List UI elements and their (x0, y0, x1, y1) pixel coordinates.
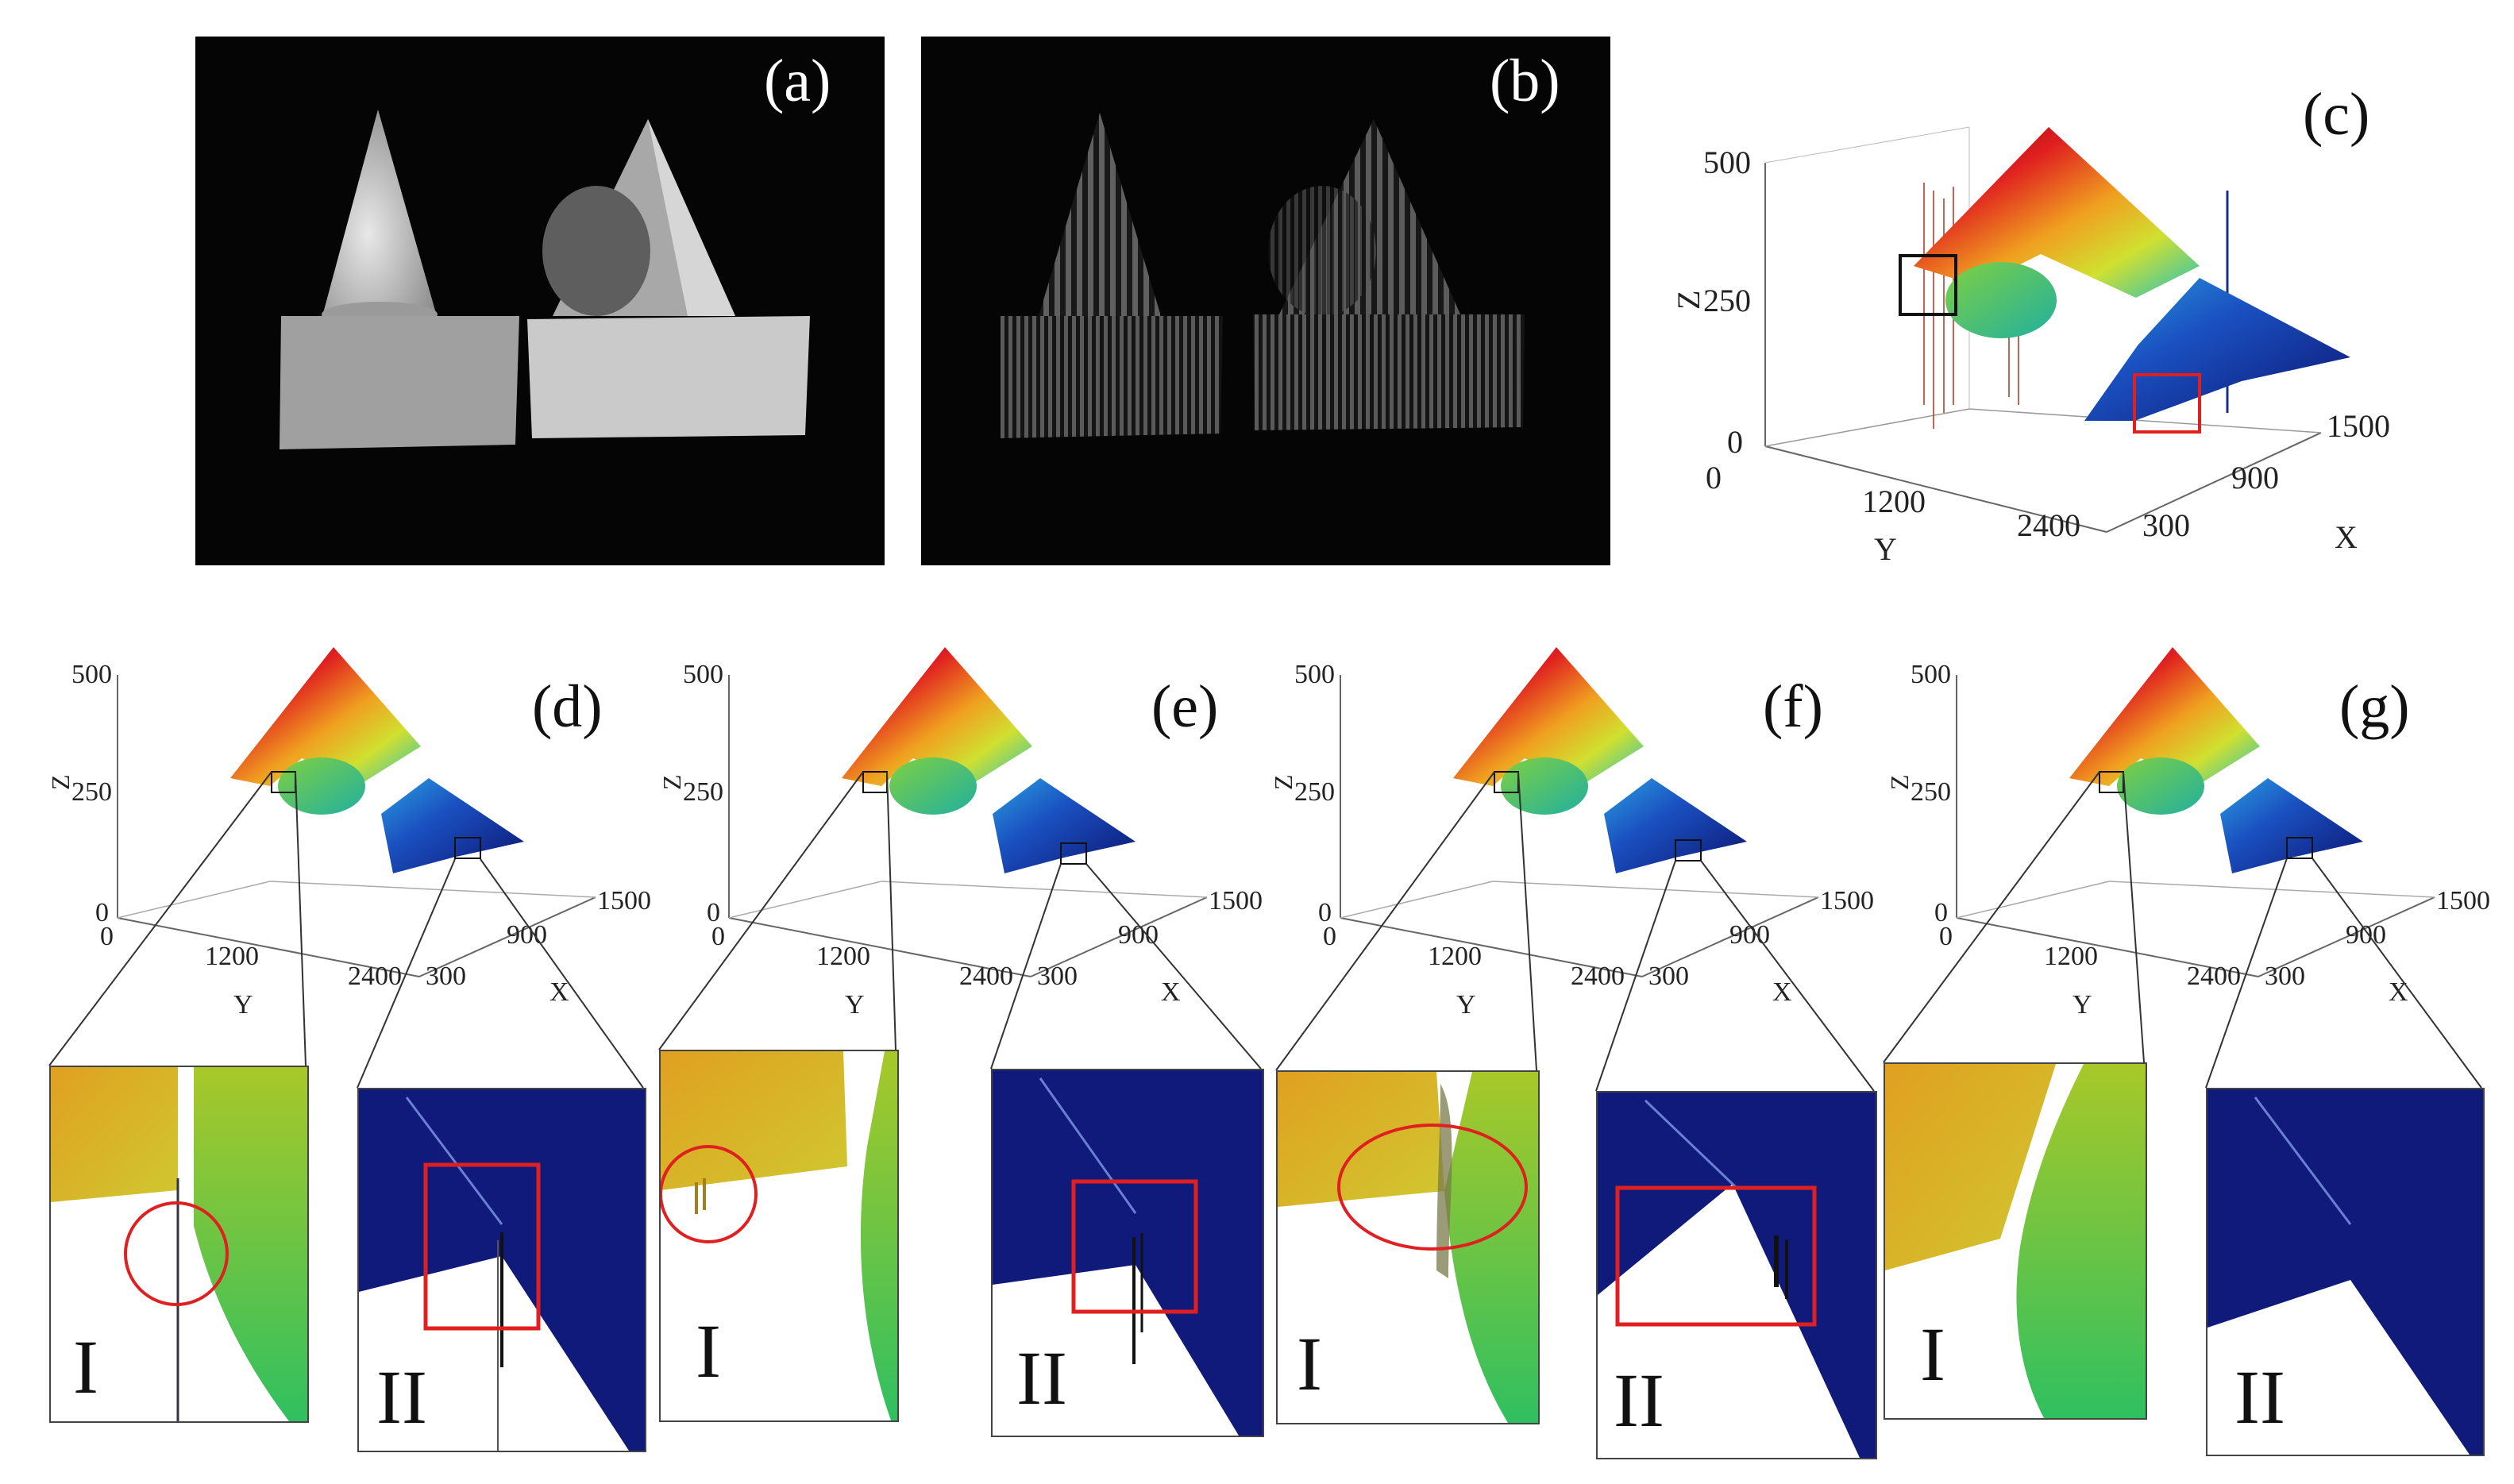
panel-label-b: (b) (1490, 48, 1560, 114)
z-axis-label: Z (48, 774, 75, 790)
pointcloud-3d-plot-large: 500 250 0 Z 0 1200 2400 Y 300 900 1500 X (1671, 126, 2390, 567)
z-tick-500: 500 (1703, 145, 1751, 180)
y-tick-0: 0 (1706, 460, 1722, 495)
zoom-inset-g-region-1: I (1884, 1062, 2147, 1420)
plot-panel-e: 500 250 0 Z 0 1200 2400 Y 300 900 1500 X… (659, 635, 1263, 1016)
x-tick-1500: 1500 (2327, 408, 2390, 444)
panel-label-a: (a) (764, 48, 831, 114)
y-tick-2400: 2400 (348, 962, 402, 991)
panel-label-c: (c) (2303, 81, 2370, 148)
y-tick-1200: 1200 (1862, 484, 1926, 519)
x-tick-900: 900 (2346, 920, 2386, 950)
x-axis-label: X (549, 977, 569, 1007)
zoom-label-II: II (2234, 1355, 2285, 1440)
zoom-inset-f-region-1: I (1276, 1070, 1540, 1424)
z-tick-250: 250 (71, 777, 112, 807)
x-tick-300: 300 (2265, 962, 2305, 991)
panel-label-f: (f) (1763, 673, 1823, 740)
x-axis-label: X (1772, 977, 1792, 1007)
y-tick-0: 0 (100, 922, 114, 951)
y-axis-label: Y (1456, 990, 1476, 1016)
y-tick-0: 0 (1939, 922, 1953, 951)
photo-panel-b: (b) (921, 37, 1610, 565)
z-tick-500: 500 (1294, 660, 1335, 689)
x-tick-900: 900 (2231, 460, 2279, 495)
zoom-label-II: II (1614, 1358, 1664, 1443)
z-tick-0: 0 (1727, 424, 1743, 460)
plot-panel-d: 500 250 0 Z 0 1200 2400 Y 300 900 1500 X… (48, 635, 651, 1016)
z-tick-500: 500 (71, 660, 112, 689)
zoom-inset-d-region-1: I (49, 1066, 309, 1423)
z-axis-label: Z (1671, 291, 1706, 310)
x-tick-900: 900 (1729, 920, 1770, 950)
x-axis-label: X (2335, 519, 2358, 555)
x-axis-label: X (2389, 977, 2408, 1007)
zoom-label-I: I (696, 1309, 721, 1393)
y-tick-0: 0 (1323, 922, 1336, 951)
y-axis-label: Y (1874, 531, 1897, 567)
photo-panel-a: (a) (195, 37, 885, 565)
panel-label-d: (d) (532, 673, 603, 740)
zoom-label-II: II (1016, 1336, 1067, 1420)
y-tick-2400: 2400 (959, 962, 1013, 991)
z-tick-500: 500 (1911, 660, 1951, 689)
x-tick-1500: 1500 (1820, 886, 1874, 915)
plot-panel-c: 500 250 0 Z 0 1200 2400 Y 300 900 1500 X… (1652, 32, 2509, 588)
y-tick-0: 0 (711, 922, 725, 951)
scene-photo-fringe (1001, 113, 1525, 438)
scene-photo-grayscale (280, 110, 810, 449)
x-axis-label: X (1161, 977, 1181, 1007)
x-tick-300: 300 (1037, 962, 1078, 991)
z-tick-250: 250 (1703, 283, 1751, 318)
y-tick-1200: 1200 (816, 942, 870, 971)
x-tick-300: 300 (1648, 962, 1689, 991)
z-axis-label: Z (659, 774, 686, 790)
panel-label-g: (g) (2339, 673, 2410, 740)
x-tick-1500: 1500 (2436, 886, 2490, 915)
x-tick-900: 900 (507, 920, 547, 950)
y-tick-1200: 1200 (205, 942, 259, 971)
x-tick-1500: 1500 (597, 886, 651, 915)
panel-label-e: (e) (1151, 673, 1219, 740)
y-axis-label: Y (2073, 990, 2092, 1016)
y-axis-label: Y (845, 990, 865, 1016)
zoom-inset-g-region-2: II (2206, 1088, 2485, 1456)
y-axis-label: Y (233, 990, 253, 1016)
zoom-inset-f-region-2: II (1596, 1091, 1877, 1459)
z-tick-500: 500 (683, 660, 723, 689)
z-tick-250: 250 (1294, 777, 1335, 807)
z-tick-250: 250 (683, 777, 723, 807)
zoom-label-I: I (73, 1324, 98, 1409)
z-tick-250: 250 (1911, 777, 1951, 807)
zoom-inset-d-region-2: II (357, 1088, 646, 1452)
y-tick-2400: 2400 (2187, 962, 2241, 991)
y-tick-1200: 1200 (1428, 942, 1482, 971)
x-tick-300: 300 (426, 962, 466, 991)
plot-panel-f: 500 250 0 Z 0 1200 2400 Y 300 900 1500 X… (1270, 635, 1874, 1016)
x-tick-900: 900 (1118, 920, 1159, 950)
x-tick-300: 300 (2142, 507, 2190, 543)
zoom-inset-e-region-2: II (991, 1069, 1264, 1437)
zoom-label-I: I (1297, 1321, 1322, 1406)
y-tick-2400: 2400 (1571, 962, 1625, 991)
zoom-label-I: I (1920, 1312, 1945, 1397)
zoom-inset-e-region-1: I (659, 1050, 899, 1422)
y-tick-1200: 1200 (2044, 942, 2098, 971)
y-tick-2400: 2400 (2017, 507, 2080, 543)
zoom-label-II: II (376, 1355, 427, 1440)
plot-panel-g: 500 250 0 Z 0 1200 2400 Y 300 900 1500 X… (1887, 635, 2490, 1016)
x-tick-1500: 1500 (1209, 886, 1263, 915)
z-axis-label: Z (1270, 774, 1297, 790)
z-axis-label: Z (1887, 774, 1914, 790)
